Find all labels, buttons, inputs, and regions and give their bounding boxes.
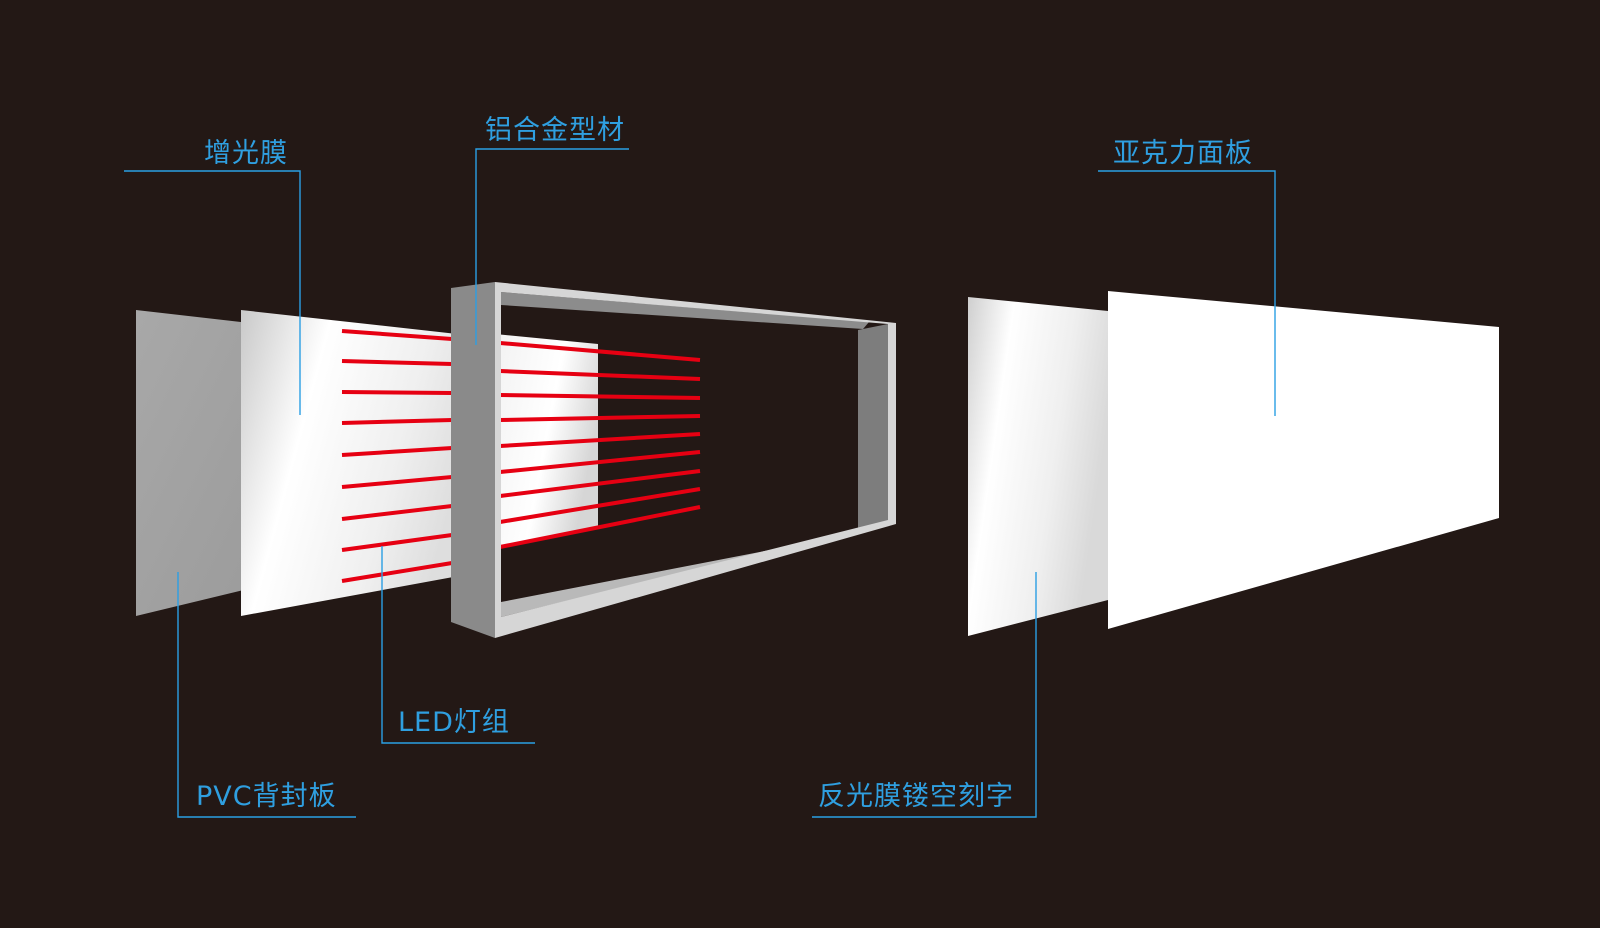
led-strip bbox=[499, 469, 701, 498]
leader-lines bbox=[124, 148, 1276, 818]
led-strip bbox=[499, 505, 701, 549]
acrylic-face-panel bbox=[1108, 291, 1499, 629]
leader-led-group bbox=[381, 546, 535, 744]
frame-top-inner bbox=[501, 292, 869, 329]
led-strip bbox=[341, 446, 453, 457]
label-acrylic-panel: 亚克力面板 bbox=[1113, 138, 1253, 169]
frame-left-side bbox=[451, 282, 495, 638]
leader-aluminum-profile bbox=[475, 148, 629, 345]
led-strip bbox=[341, 359, 453, 366]
led-strip bbox=[341, 390, 453, 395]
label-reflective-film: 反光膜镂空刻字 bbox=[818, 781, 1014, 812]
led-strip bbox=[341, 418, 453, 425]
leader-acrylic-panel bbox=[1098, 170, 1276, 416]
led-strip bbox=[341, 561, 453, 583]
led-strip bbox=[499, 414, 701, 422]
leader-reflective-film bbox=[812, 572, 1037, 818]
leader-enhancement-film bbox=[124, 170, 301, 415]
led-strip bbox=[499, 487, 701, 524]
enhancement-film-panel bbox=[241, 310, 475, 616]
led-strip bbox=[341, 475, 453, 489]
aluminum-frame bbox=[451, 282, 896, 638]
label-enhancement-film: 增光膜 bbox=[204, 138, 288, 169]
label-pvc-back: PVC背封板 bbox=[196, 781, 337, 812]
led-strip bbox=[341, 533, 453, 552]
led-strip bbox=[499, 432, 701, 448]
leader-pvc-back bbox=[177, 572, 356, 818]
led-strip bbox=[499, 450, 701, 474]
label-led-group: LED灯组 bbox=[398, 707, 510, 738]
led-strip bbox=[499, 369, 701, 381]
led-strip bbox=[341, 504, 453, 521]
frame-front-face bbox=[495, 282, 896, 638]
frame-right-inner bbox=[858, 324, 888, 533]
led-strip bbox=[499, 341, 701, 362]
label-aluminum-profile: 铝合金型材 bbox=[485, 115, 625, 146]
reflective-film-panel bbox=[968, 297, 1108, 636]
led-strips bbox=[341, 329, 701, 583]
led-strip bbox=[499, 393, 701, 400]
led-strip bbox=[341, 329, 453, 341]
